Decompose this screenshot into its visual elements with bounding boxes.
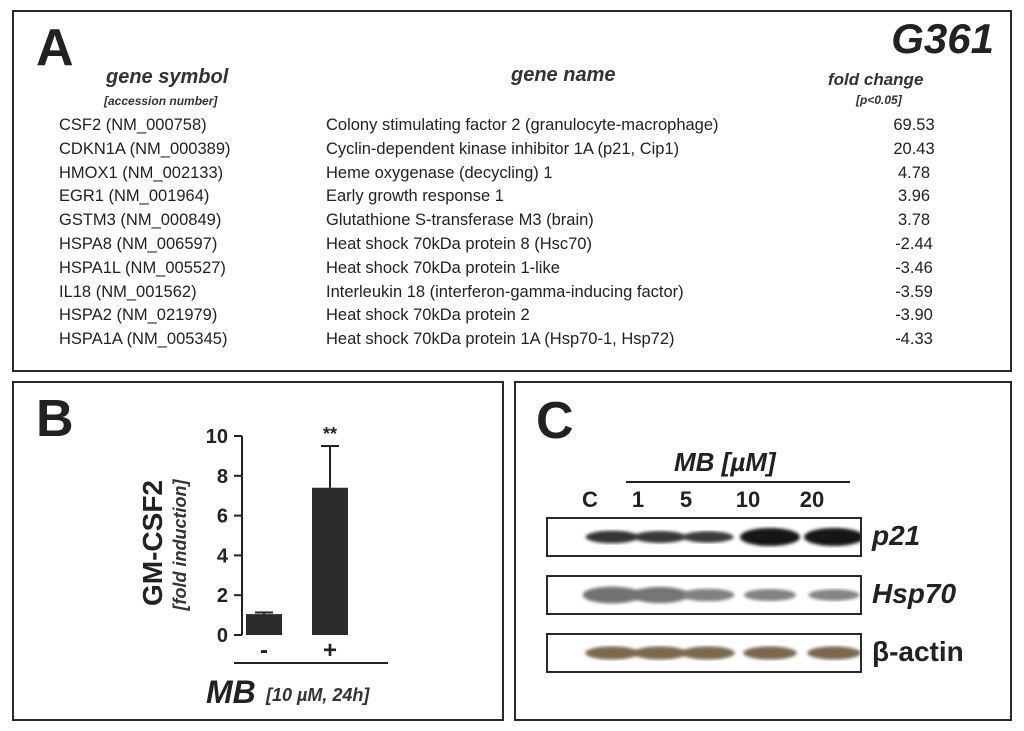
- table-row: CSF2 (NM_000758) Colony stimulating facto…: [14, 116, 1010, 140]
- gene-name-cell: Heat shock 70kDa protein 2: [326, 306, 530, 325]
- table-row: HSPA1L (NM_005527) Heat shock 70kDa prote…: [14, 259, 1010, 283]
- fold-change-cell: 3.78: [897, 211, 931, 230]
- y-axis-label: GM-CSF2: [137, 480, 168, 606]
- header-p-value: [p<0.05]: [856, 93, 902, 107]
- blot-band: [585, 530, 639, 544]
- header-fold-change: fold change: [828, 70, 924, 89]
- table-row: HMOX1 (NM_002133) Heme oxygenase (decycli…: [14, 164, 1010, 188]
- header-accession: [accession number]: [104, 94, 218, 108]
- fold-change-cell: 69.53: [893, 116, 935, 134]
- panel-b-letter: B: [36, 390, 74, 448]
- lane-label: 5: [679, 487, 693, 512]
- blot-band: [808, 589, 860, 601]
- gene-name-cell: Early growth response 1: [326, 187, 504, 206]
- y-tick-label: 10: [206, 426, 228, 448]
- fold-change-cell: 4.78: [897, 163, 931, 182]
- y-axis-sublabel: [fold induction]: [170, 479, 190, 612]
- blot-band: [634, 531, 686, 543]
- blot-band: [681, 646, 735, 660]
- header-gene-symbol: gene symbol: [106, 66, 229, 88]
- gene-symbol-cell: HSPA2 (NM_021979): [59, 306, 218, 325]
- gene-symbol-cell: IL18 (NM_001562): [59, 282, 197, 301]
- panel-b: B 0 2 4 6 8 10 - ** + GM-CSF2[fold induction] MB [1…: [12, 381, 504, 721]
- table-row: EGR1 (NM_001964) Early growth response 1 3…: [14, 187, 1010, 211]
- blot-label: β-actin: [872, 636, 964, 667]
- fold-change-cell: -4.33: [895, 330, 933, 349]
- blot-strip: [546, 575, 862, 615]
- panel-c-letter: C: [536, 392, 574, 450]
- gene-symbol-cell: HSPA8 (NM_006597): [59, 235, 218, 253]
- table-row: HSPA1A (NM_005345) Heat shock 70kDa prote…: [14, 330, 1010, 354]
- gene-symbol-cell: EGR1 (NM_001964): [59, 187, 210, 206]
- gene-symbol-cell: CDKN1A (NM_000389): [59, 139, 231, 158]
- treatment-label: MB [µM]: [674, 447, 776, 477]
- fold-change-cell: -2.44: [895, 235, 933, 253]
- blot-band: [744, 589, 796, 601]
- gene-symbol-cell: HSPA1L (NM_005527): [59, 258, 226, 277]
- blot-label: Hsp70: [872, 578, 957, 609]
- fold-change-cell: -3.90: [895, 306, 933, 325]
- fold-change-cell: -3.59: [895, 282, 933, 301]
- y-tick-label: 0: [217, 625, 228, 647]
- category-label: -: [260, 637, 268, 664]
- table-row: HSPA8 (NM_006597) Heat shock 70kDa protei…: [14, 235, 1010, 259]
- blot-band: [582, 586, 642, 604]
- lane-label: 20: [799, 487, 825, 512]
- gene-symbol-cell: GSTM3 (NM_000849): [59, 211, 222, 230]
- bar: [312, 487, 348, 635]
- gene-name-cell: Heme oxygenase (decycling) 1: [326, 163, 553, 182]
- gene-name-cell: Heat shock 70kDa protein 1-like: [326, 258, 560, 277]
- table-row: HSPA2 (NM_021979) Heat shock 70kDa protei…: [14, 306, 1010, 330]
- table-row: GSTM3 (NM_000849) Glutathione S-transfera…: [14, 211, 1010, 235]
- lane-label: 10: [735, 487, 761, 512]
- y-tick-label: 8: [217, 466, 228, 488]
- blot-label: p21: [872, 520, 921, 551]
- fold-change-cell: 3.96: [897, 187, 931, 206]
- lane-label: 1: [631, 487, 645, 512]
- blot-band: [807, 646, 861, 660]
- lane-label: C: [582, 487, 598, 512]
- category-label: +: [323, 637, 337, 664]
- blot-bands: [585, 646, 861, 660]
- blot-band: [585, 646, 639, 660]
- fold-change-cell: 20.43: [893, 139, 935, 158]
- blot-band: [633, 646, 687, 660]
- cell-line-label: G361: [891, 15, 994, 62]
- significance-label: **: [323, 424, 337, 444]
- blot-band: [631, 586, 689, 604]
- gene-symbol-cell: HSPA1A (NM_005345): [59, 330, 228, 349]
- blot-band: [681, 588, 735, 602]
- gene-name-cell: Cyclin-dependent kinase inhibitor 1A (p2…: [326, 139, 680, 158]
- panel-a: A G361 gene symbol [accession number] ge…: [12, 10, 1012, 372]
- x-axis-label: MB: [206, 674, 256, 710]
- table-row: CDKN1A (NM_000389) Cyclin-dependent kinas…: [14, 140, 1010, 164]
- blot-band: [682, 531, 734, 543]
- y-tick-label: 4: [217, 545, 229, 567]
- gene-name-cell: Heat shock 70kDa protein 1A (Hsp70-1, Hs…: [326, 330, 675, 349]
- fold-change-cell: -3.46: [895, 258, 933, 277]
- table-row: IL18 (NM_001562) Interleukin 18 (interfer…: [14, 283, 1010, 307]
- header-gene-name: gene name: [511, 64, 616, 86]
- gene-name-cell: Colony stimulating factor 2 (granulocyte…: [326, 116, 719, 134]
- gene-name-cell: Heat shock 70kDa protein 8 (Hsc70): [326, 235, 592, 253]
- blot-strip: [546, 633, 862, 673]
- fold-induction-bar-chart: 0 2 4 6 8 10 - ** + GM-CSF2[fold induction] MB [10 …: [137, 424, 388, 710]
- gene-name-cell: Interleukin 18 (interferon-gamma-inducin…: [326, 282, 684, 301]
- y-tick-label: 6: [217, 506, 228, 528]
- blot-strip: [546, 517, 864, 557]
- gene-symbol-cell: CSF2 (NM_000758): [59, 116, 207, 134]
- blot-band: [743, 646, 797, 660]
- gene-name-cell: Glutathione S-transferase M3 (brain): [326, 211, 594, 230]
- blot-band: [740, 528, 800, 546]
- y-tick-label: 2: [217, 585, 228, 607]
- blot-band: [804, 528, 864, 546]
- bar: [246, 614, 282, 635]
- panel-a-letter: A: [36, 19, 74, 77]
- blot-bands: [585, 528, 864, 546]
- x-axis-sublabel: [10 µM, 24h]: [265, 685, 370, 705]
- treatment-line: [626, 481, 850, 483]
- gene-symbol-cell: HMOX1 (NM_002133): [59, 163, 224, 182]
- blot-bands: [582, 586, 860, 604]
